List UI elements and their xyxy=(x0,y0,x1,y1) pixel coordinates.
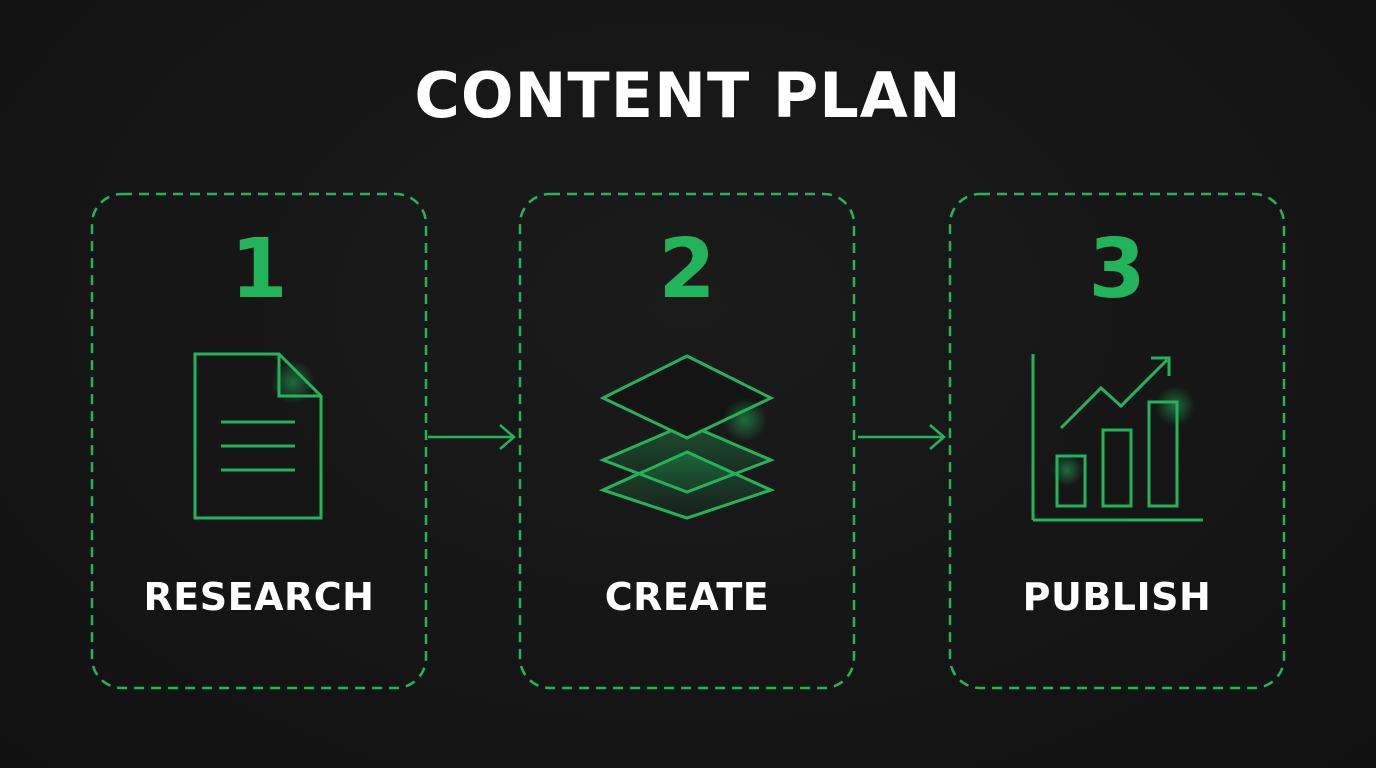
stage-publish: 3 PUBLISH xyxy=(948,192,1286,690)
stage-number: 1 xyxy=(230,222,288,317)
diagram-title: CONTENT PLAN xyxy=(414,59,962,132)
document-icon xyxy=(193,352,323,520)
stage-research: 1 RESEARCH xyxy=(90,192,428,690)
stage-frame xyxy=(948,192,1286,690)
growth-chart-icon xyxy=(1031,354,1203,522)
arrow-right-icon xyxy=(858,424,946,450)
stage-number: 3 xyxy=(1088,222,1146,317)
stage-create: 2 CREATE xyxy=(518,192,856,690)
layers-icon xyxy=(598,354,776,520)
arrow-right-icon xyxy=(428,424,516,450)
stage-label: CREATE xyxy=(604,575,770,619)
stage-label: PUBLISH xyxy=(1022,575,1212,619)
stage-frame xyxy=(518,192,856,690)
stage-label: RESEARCH xyxy=(143,575,375,619)
stage-frame xyxy=(90,192,428,690)
stage-number: 2 xyxy=(658,222,716,317)
